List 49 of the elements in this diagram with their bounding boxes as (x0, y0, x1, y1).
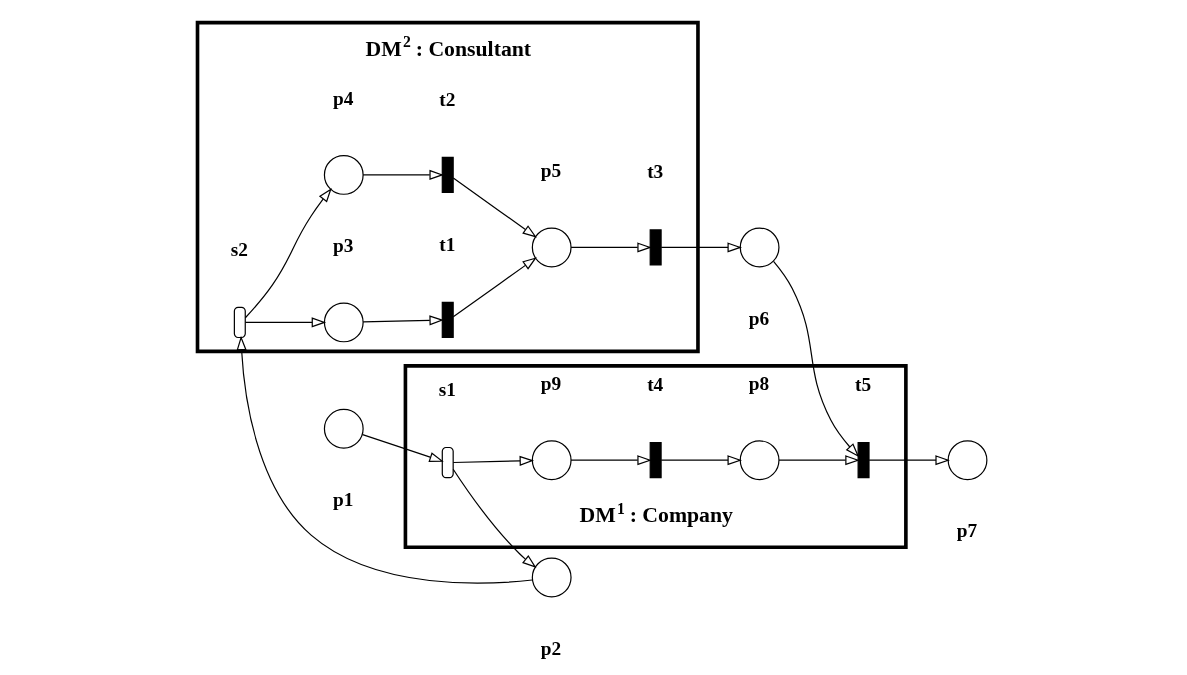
node-label: p1 (332, 488, 353, 510)
node-circle (531, 227, 572, 268)
node-label: p8 (748, 372, 769, 394)
node-bar (649, 442, 662, 479)
node-label: t2 (438, 88, 455, 110)
node-circle (531, 440, 572, 481)
arrow (452, 177, 537, 238)
node-bar (441, 301, 454, 339)
node-circle (739, 440, 780, 481)
node-label: s1 (438, 378, 456, 400)
arrow (452, 455, 534, 466)
node-bar (441, 156, 454, 194)
arrow (660, 455, 742, 466)
node-label: p7 (956, 520, 977, 542)
arrow (777, 455, 860, 466)
node-label: t1 (438, 233, 455, 255)
node-circle (531, 557, 572, 598)
arrow (244, 317, 326, 328)
arrow (772, 260, 859, 458)
node-bar (857, 442, 870, 479)
node-label: p3 (332, 235, 353, 257)
node-label: p5 (540, 160, 561, 182)
node-label: p9 (540, 372, 561, 394)
arrow (868, 455, 950, 466)
arrow (362, 315, 444, 326)
arrow (236, 335, 533, 584)
node-box (441, 446, 454, 479)
node-label: t4 (646, 374, 663, 396)
arrow (569, 242, 652, 253)
node-circle (323, 154, 364, 195)
arrow (569, 455, 652, 466)
arrow (452, 257, 537, 318)
node-bar (649, 229, 662, 266)
arrow (362, 169, 444, 180)
node-circle (739, 227, 780, 268)
node-circle (323, 408, 364, 449)
node-label: p4 (332, 87, 353, 109)
node-circle (323, 302, 364, 343)
node-label: t3 (646, 161, 663, 183)
arrow (452, 468, 537, 568)
node-label: p6 (748, 307, 769, 329)
node-label: p2 (540, 637, 561, 659)
arrow (244, 187, 332, 319)
node-label: s2 (230, 238, 248, 260)
node-circle (947, 440, 987, 481)
arrow (660, 242, 742, 253)
node-box (233, 306, 246, 339)
arrow (361, 434, 444, 462)
node-label: t5 (854, 374, 871, 396)
